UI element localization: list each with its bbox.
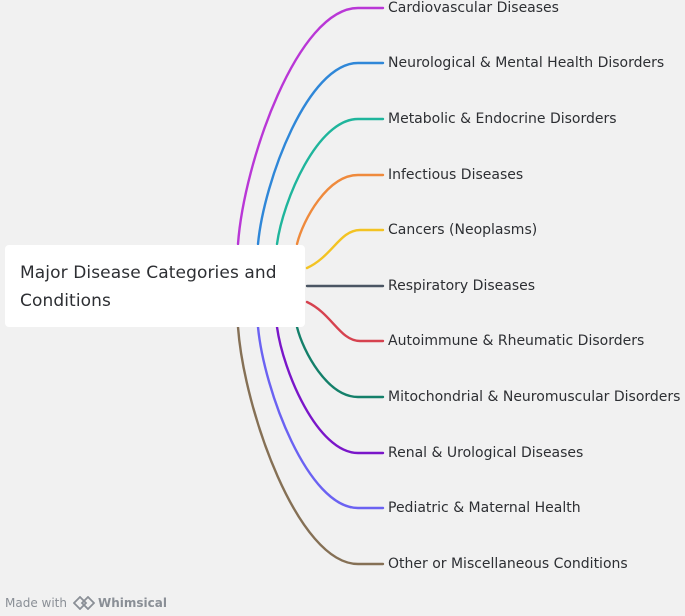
root-node[interactable]: Major Disease Categories and Conditions [5, 245, 305, 327]
connector-autoimmune [305, 300, 385, 343]
connector-renal [275, 325, 385, 455]
connector-neurological [256, 61, 385, 246]
branch-label-other[interactable]: Other or Miscellaneous Conditions [388, 556, 628, 572]
branch-label-infectious[interactable]: Infectious Diseases [388, 167, 524, 183]
branch-label-respiratory[interactable]: Respiratory Diseases [388, 278, 536, 294]
connector-metabolic [275, 117, 385, 246]
connector-other [236, 325, 385, 566]
branch-label-cancers[interactable]: Cancers (Neoplasms) [388, 222, 538, 238]
whimsical-logo-icon [72, 596, 95, 610]
footer-made-with: Made with [5, 596, 67, 610]
connector-infectious [295, 173, 385, 246]
footer-watermark[interactable]: Made with Whimsical [5, 596, 167, 610]
connector-cancers [305, 228, 385, 270]
connector-cardiovascular [236, 6, 385, 246]
footer-brand: Whimsical [97, 596, 167, 610]
branch-label-neurological[interactable]: Neurological & Mental Health Disorders [388, 55, 665, 71]
branch-label-metabolic[interactable]: Metabolic & Endocrine Disorders [388, 111, 617, 127]
branch-label-mitochondrial[interactable]: Mitochondrial & Neuromuscular Disorders [388, 389, 681, 405]
branch-label-pediatric[interactable]: Pediatric & Maternal Health [388, 500, 581, 516]
connector-pediatric [256, 325, 385, 510]
connector-mitochondrial [295, 325, 385, 399]
branch-label-renal[interactable]: Renal & Urological Diseases [388, 445, 584, 461]
branch-label-cardiovascular[interactable]: Cardiovascular Diseases [388, 0, 559, 16]
root-node-title: Major Disease Categories and Conditions [20, 263, 277, 311]
branch-label-autoimmune[interactable]: Autoimmune & Rheumatic Disorders [388, 333, 645, 349]
